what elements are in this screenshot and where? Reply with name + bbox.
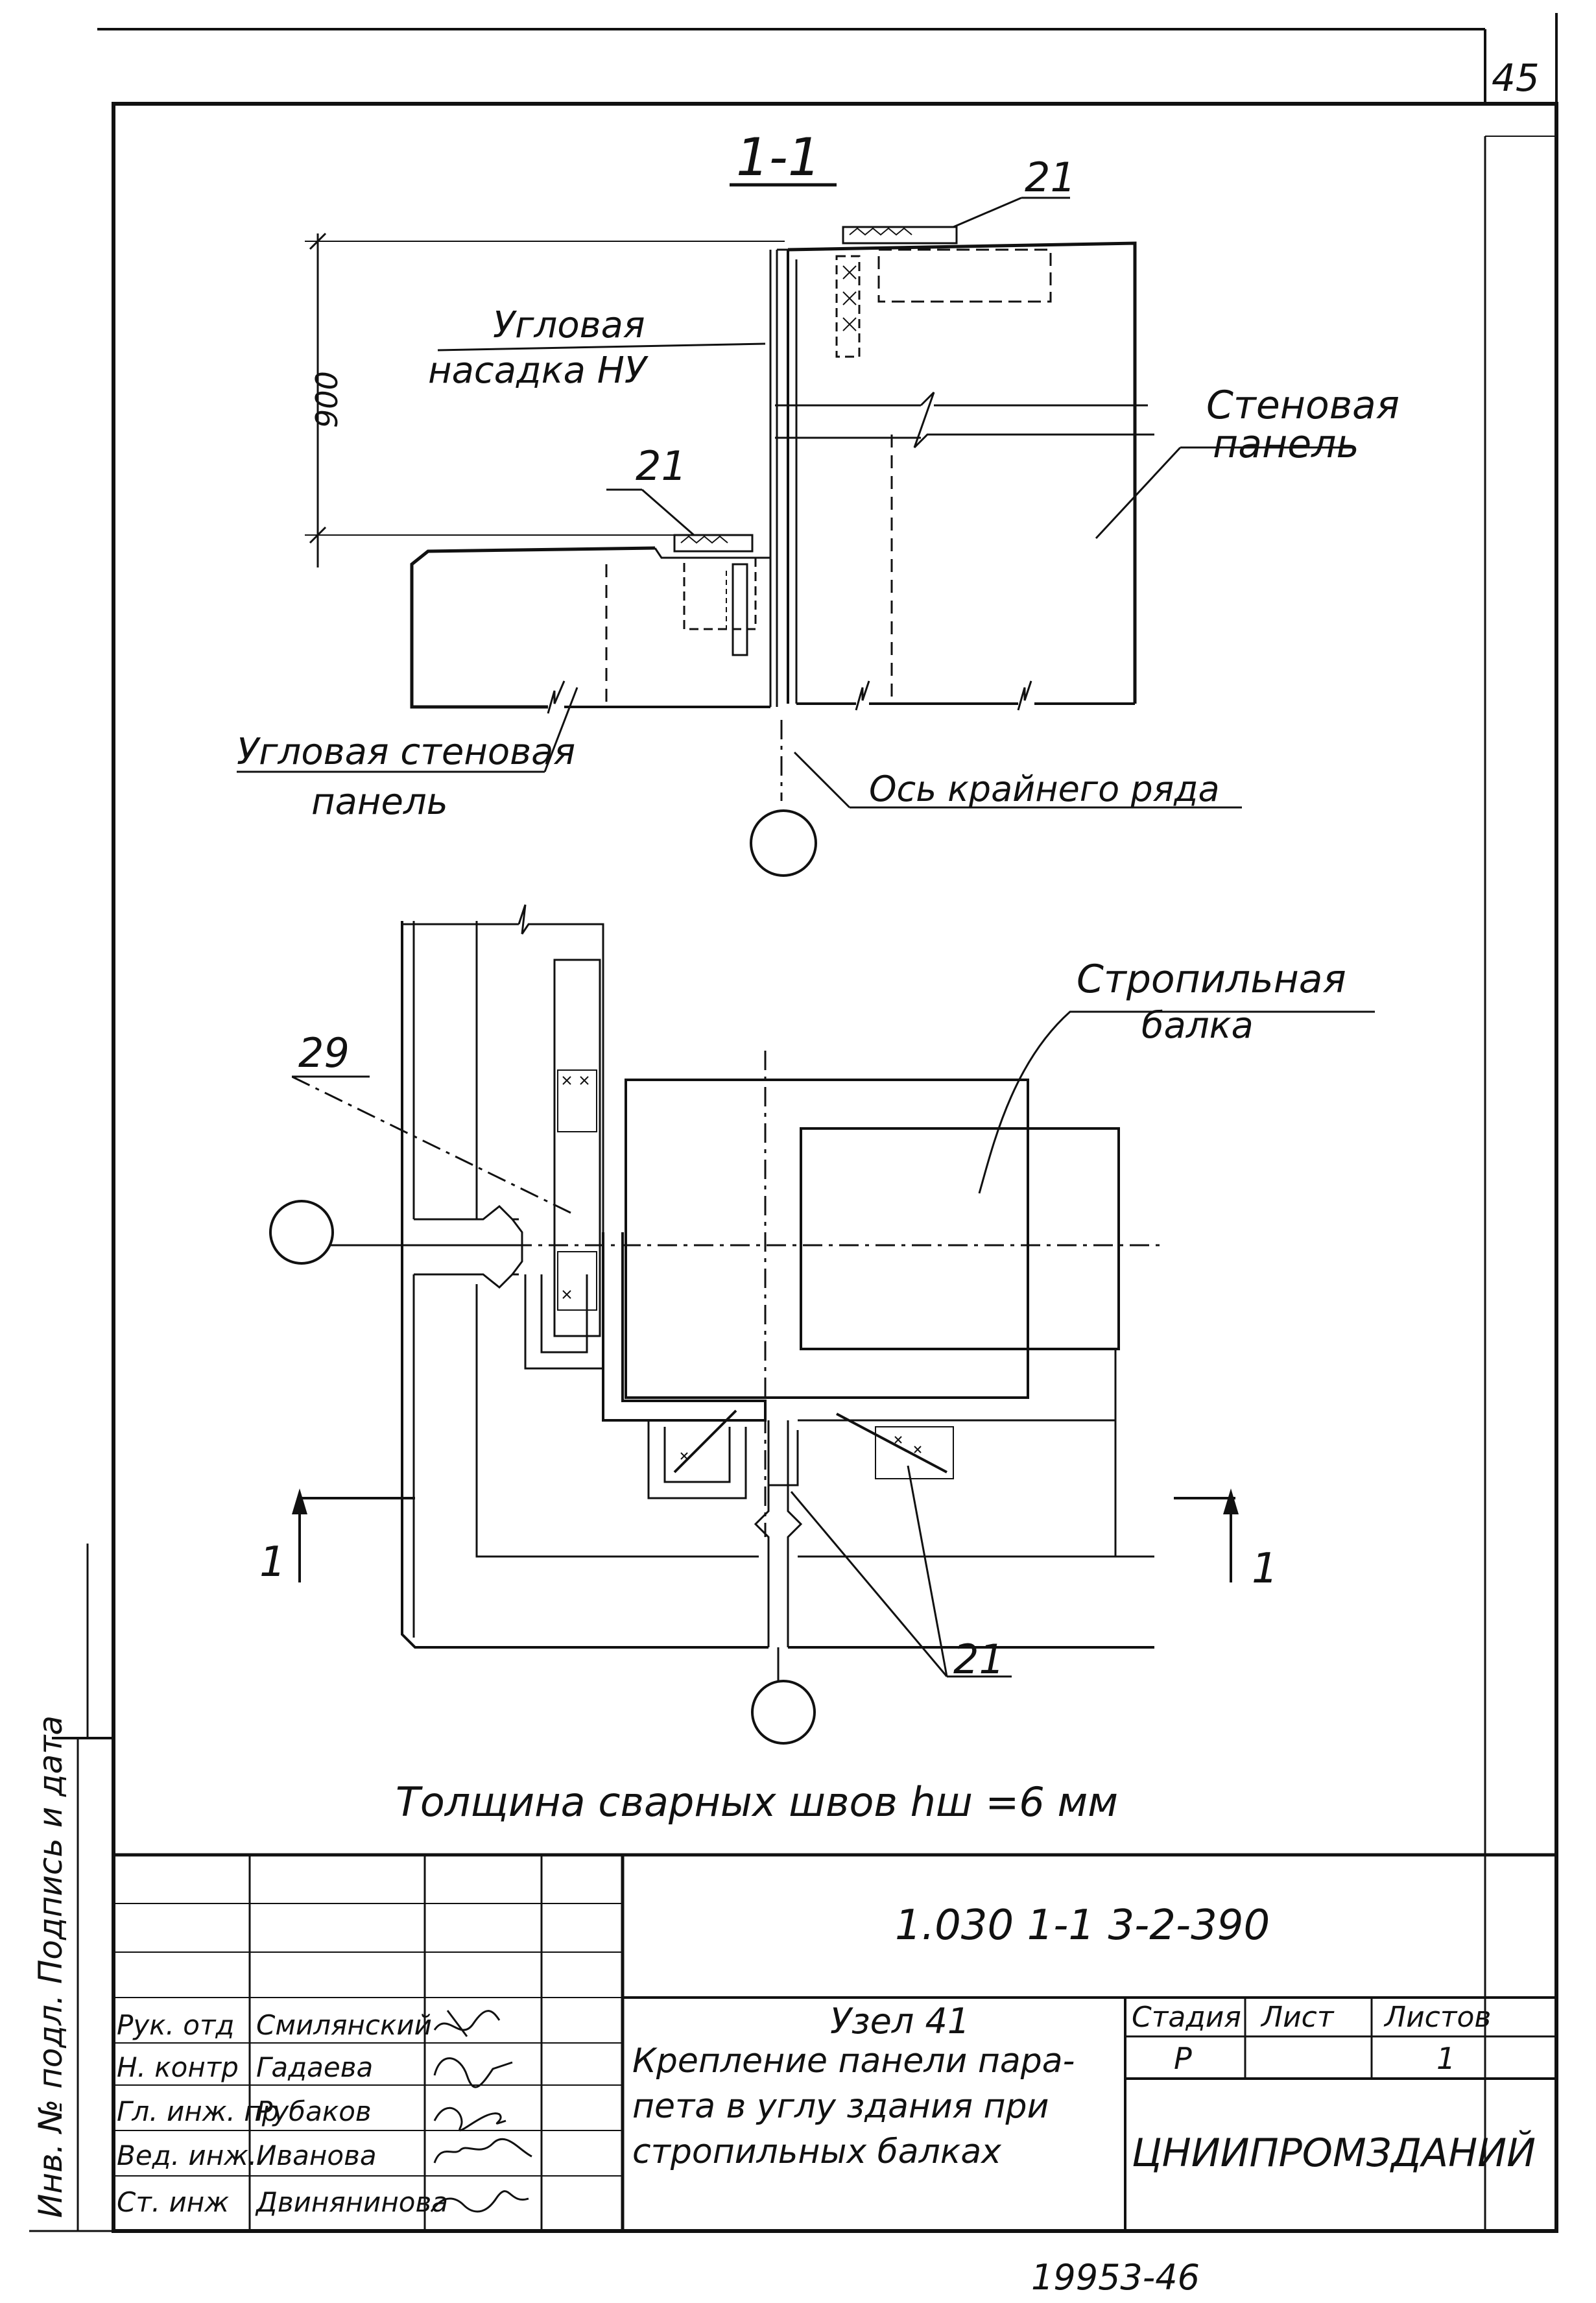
plan-axis-circle-bottom (751, 1680, 816, 1745)
rafter-beam-label-line1: Стропильная (1077, 957, 1346, 1002)
section-cut-marker-right: 1 (1174, 1488, 1278, 1593)
node-number: Узел 41 (830, 2001, 970, 2042)
corner-wall-panel-label-line1: Угловая стеновая (237, 731, 575, 773)
plan-axis-circle-left (269, 1200, 334, 1265)
wall-panel-label-line2: панель (1213, 422, 1359, 467)
signature-role-5: Ст. инж (117, 2186, 229, 2218)
top-weld-detail (835, 226, 1052, 358)
section-mark: 1-1 (736, 127, 821, 187)
stage-header: Стадия (1132, 2001, 1241, 2034)
plan-view: 1 1 29 21 Стропильная балка (259, 904, 1375, 1745)
corner-cap-label-line1: Угловая (493, 304, 645, 346)
title-line-3: стропильных балках (632, 2132, 1002, 2171)
signature-name-5: Двинянинова (255, 2186, 448, 2218)
weld-thickness-note: Толщина сварных швов hш =6 мм (396, 1778, 1118, 1826)
signature-name-4: Иванова (256, 2140, 377, 2171)
cut-left-label: 1 (259, 1538, 286, 1586)
callout-21-plan: 21 (953, 1636, 1005, 1683)
outer-row-axis-label: Ось крайнего ряда (869, 769, 1220, 809)
side-stamp: Инв. № подл. Подпись и дата (32, 1715, 69, 2218)
sheet-header: Лист (1260, 2001, 1335, 2034)
signature-name-1: Смилянский (256, 2009, 432, 2041)
corner-cap-label-line2: насадка НУ (428, 350, 649, 392)
section-1-1: 1-1 900 (237, 127, 1399, 877)
signature-role-2: Н. контр (117, 2051, 239, 2083)
corner-wall-panel (410, 534, 770, 714)
signature-name-2: Гадаева (256, 2051, 373, 2083)
handwritten-signatures (430, 2010, 532, 2213)
title-line-2: пета в углу здания при (632, 2087, 1049, 2126)
section-cut-marker-left: 1 (259, 1488, 415, 1586)
page-number: 45 (1492, 56, 1540, 100)
wall-panel-label-line1: Стеновая (1206, 383, 1399, 428)
corner-wall-panel-label-line2: панель (311, 781, 448, 823)
sheet-frame (29, 13, 1558, 2233)
callout-29: 29 (298, 1029, 350, 1077)
document-code: 1.030 1-1 3-2-390 (895, 1902, 1270, 1950)
cut-right-label: 1 (1252, 1545, 1278, 1593)
title-line-1: Крепление панели пара- (632, 2042, 1075, 2081)
signature-role-4: Вед. инж. (117, 2140, 257, 2171)
dimension-900: 900 (305, 232, 785, 567)
sheets-header: Листов (1383, 2001, 1491, 2034)
rafter-beam-label-line2: балка (1141, 1005, 1254, 1047)
signature-role-3: Гл. инж. пр (117, 2095, 279, 2127)
outer-row-axis-marker: Ось крайнего ряда (750, 720, 1242, 877)
signature-name-3: Рубаков (256, 2095, 372, 2127)
wall-panel (775, 241, 1154, 711)
title-block: 1.030 1-1 3-2-390 Узел 41 Крепление пане… (113, 1853, 1556, 2231)
stage-value: Р (1174, 2041, 1192, 2076)
callout-21-mid: 21 (636, 442, 687, 490)
bottom-number: 19953-46 (1031, 2257, 1200, 2298)
callout-21-top: 21 (1025, 154, 1076, 201)
sheets-value: 1 (1436, 2041, 1455, 2076)
signature-role-1: Рук. отд (117, 2009, 234, 2041)
corner-cap-nu (769, 248, 788, 707)
dimension-900-label: 900 (309, 371, 344, 428)
organization-name: ЦНИИПРОМЗДАНИЙ (1132, 2130, 1536, 2176)
